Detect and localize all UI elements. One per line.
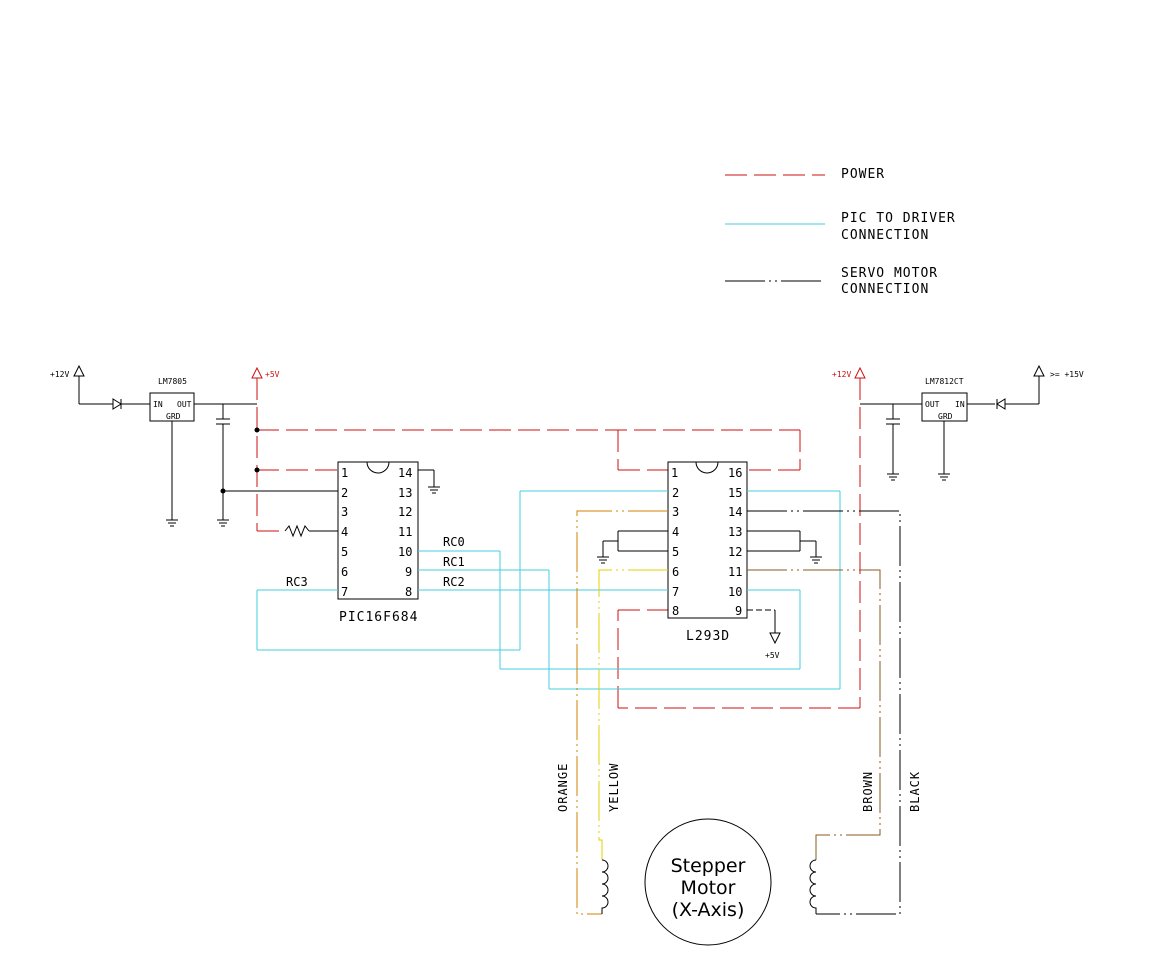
lm7805-in-label: IN xyxy=(153,400,163,409)
motor-label-1: Stepper xyxy=(671,855,746,877)
lm7805-gnd-label: GRD xyxy=(166,412,181,421)
left-supply xyxy=(73,364,257,527)
diode-right-icon xyxy=(996,398,1006,410)
legend-servo-label-1: SERVO MOTOR xyxy=(841,266,938,281)
pic-ground xyxy=(418,469,440,494)
lm7812-label: LM7812CT xyxy=(925,377,964,386)
l293d-pin-12: 12 xyxy=(728,545,742,559)
wire-orange-label: ORANGE xyxy=(556,763,570,812)
diode-icon xyxy=(112,398,122,410)
signal-rc2-label: RC2 xyxy=(443,575,465,589)
lm7805-out-label: OUT xyxy=(177,400,192,409)
l293d-pin-8: 8 xyxy=(672,604,679,618)
pic-pin-10: 10 xyxy=(398,545,412,559)
motor-coil-right-icon xyxy=(809,859,817,914)
supply-12v-label: +12V xyxy=(50,370,69,379)
pic16f684-chip: 1 2 3 4 5 6 7 14 13 12 11 10 9 8 PIC16F6… xyxy=(337,461,419,625)
pic-pin-11: 11 xyxy=(398,525,412,539)
signal-rc3-label: RC3 xyxy=(286,575,308,589)
legend-power-label: POWER xyxy=(841,167,885,182)
junction-dot xyxy=(254,427,260,433)
supply-12v-arrow-icon xyxy=(73,364,85,377)
l293d-pin-1: 1 xyxy=(671,466,678,480)
motor-wires xyxy=(576,510,901,915)
l293d-pin-13: 13 xyxy=(728,525,742,539)
signal-rc1-label: RC1 xyxy=(443,555,465,569)
supply-5v-arrow-icon xyxy=(251,366,263,379)
signal-rc0-label: RC0 xyxy=(443,535,465,549)
motor-label-3: (X-Axis) xyxy=(672,899,745,921)
pic-pin-9: 9 xyxy=(405,565,412,579)
supply-5v-pin9-arrow-icon xyxy=(769,632,781,645)
lm7812-gnd-label: GRD xyxy=(938,412,953,421)
pic-pin-12: 12 xyxy=(398,505,412,519)
pic-pin-14: 14 xyxy=(398,466,412,480)
motor-label-2: Motor xyxy=(681,877,736,899)
l293d-pin-4: 4 xyxy=(672,525,679,539)
legend-servo-label-2: CONNECTION xyxy=(841,282,929,297)
right-supply xyxy=(860,364,1045,481)
l293d-pin-11: 11 xyxy=(728,565,742,579)
l293d-grounds xyxy=(597,530,822,564)
legend-pic-label-1: PIC TO DRIVER xyxy=(841,211,956,226)
supply-15v-label: >= +15V xyxy=(1050,370,1084,379)
lm7805-label: LM7805 xyxy=(158,377,187,386)
lm7812-out-label: OUT xyxy=(925,400,940,409)
l293d-pin-3: 3 xyxy=(672,505,679,519)
l293d-pin-6: 6 xyxy=(672,565,679,579)
motor-coil-left-icon xyxy=(601,859,609,914)
legend: POWER PIC TO DRIVER CONNECTION SERVO MOT… xyxy=(725,167,956,297)
stepper-motor xyxy=(644,818,772,946)
pic-pin-6: 6 xyxy=(341,565,348,579)
l293d-pin-7: 7 xyxy=(672,585,679,599)
l293d-pin-5: 5 xyxy=(672,545,679,559)
pic-pin-3: 3 xyxy=(341,505,348,519)
supply-5v-label: +5V xyxy=(265,370,280,379)
l293d-chip: 1 2 3 4 5 6 7 8 16 15 14 13 12 11 10 9 L… xyxy=(667,461,748,644)
pic-pin-5: 5 xyxy=(341,545,348,559)
l293d-pin9-wire xyxy=(747,609,781,645)
l293d-pin-14: 14 xyxy=(728,505,742,519)
pic-pin-1: 1 xyxy=(341,466,348,480)
supply-15v-arrow-icon xyxy=(1033,364,1045,377)
l293d-pin-9: 9 xyxy=(735,604,742,618)
pin9-5v-label: +5V xyxy=(765,651,780,660)
supply-12v-right-arrow-icon xyxy=(854,366,866,379)
l293d-chip-label: L293D xyxy=(686,629,730,644)
pic-pin-13: 13 xyxy=(398,486,412,500)
pic-pin-4: 4 xyxy=(341,525,348,539)
junction-dot xyxy=(254,467,260,473)
l293d-pin-2: 2 xyxy=(672,486,679,500)
wire-black-label: BLACK xyxy=(908,771,922,812)
l293d-pin-15: 15 xyxy=(728,486,742,500)
l293d-pin-16: 16 xyxy=(728,466,742,480)
resistor-icon xyxy=(284,524,338,538)
pic-to-driver-wires xyxy=(256,490,841,690)
wire-brown-label: BROWN xyxy=(861,771,875,812)
pic-pin-8: 8 xyxy=(405,585,412,599)
pic-pin-7: 7 xyxy=(341,585,348,599)
pic-pin-2: 2 xyxy=(341,486,348,500)
pic-chip-label: PIC16F684 xyxy=(339,610,418,625)
legend-pic-label-2: CONNECTION xyxy=(841,228,929,243)
wire-yellow-label: YELLOW xyxy=(607,763,621,812)
power-wires xyxy=(256,378,861,709)
lm7812-in-label: IN xyxy=(955,400,965,409)
l293d-pin-10: 10 xyxy=(728,585,742,599)
supply-12v-right-label: +12V xyxy=(832,370,851,379)
